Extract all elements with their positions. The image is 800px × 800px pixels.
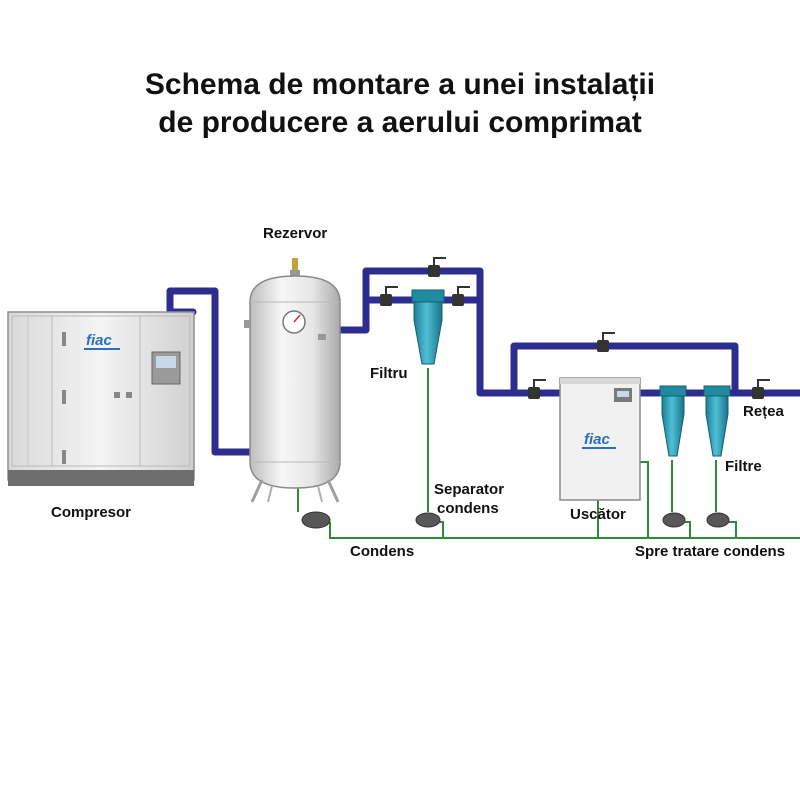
valve-icon [752, 379, 770, 399]
label-retea: Rețea [743, 403, 785, 420]
valves [380, 257, 770, 399]
drain-trap-filter-1 [662, 512, 686, 528]
label-separator-line-2: condens [437, 500, 499, 517]
title-line-2: de producere a aerului comprimat [158, 106, 642, 139]
drain-trap-tank [301, 511, 331, 529]
pipe-tank-outlet [336, 267, 484, 334]
line-filter-1 [659, 385, 687, 457]
condensate-branch-filter-2 [715, 460, 737, 538]
pipe-dryer-bypass [510, 342, 739, 397]
label-separator-line-1: Separator [434, 481, 504, 498]
air-dryer-unit: fiac [559, 377, 641, 501]
dryer-brand-logo: fiac [584, 431, 611, 448]
label-rezervor: Rezervor [263, 225, 327, 242]
label-spre-tratare: Spre tratare condens [635, 543, 785, 560]
label-condens: Condens [350, 543, 414, 560]
condensate-lines [297, 368, 800, 539]
air-receiver-tank [244, 258, 341, 503]
valve-icon [428, 257, 446, 277]
condensate-branch-filter-1 [671, 460, 691, 538]
compressor-brand-logo: fiac [86, 332, 113, 349]
title-line-1: Schema de montare a unei instalații [144, 68, 656, 101]
filter-separator [411, 289, 445, 365]
compressor-unit: fiac [7, 311, 195, 486]
line-filter-2 [703, 385, 731, 457]
condensate-main-line [329, 522, 800, 539]
diagram-title: Schema de montare a unei instalații de p… [0, 66, 800, 142]
valve-icon [597, 332, 615, 352]
valve-icon [528, 379, 546, 399]
valve-icon [380, 286, 398, 306]
label-filtru: Filtru [370, 365, 408, 382]
label-compresor: Compresor [51, 504, 131, 521]
drain-trap-separator [415, 512, 441, 528]
condensate-branch-uscator [640, 461, 649, 538]
drain-trap-filter-2 [706, 512, 730, 528]
valve-icon [452, 286, 470, 306]
label-uscator: Uscător [570, 506, 626, 523]
label-filtre: Filtre [725, 458, 762, 475]
condensate-drains [301, 511, 730, 529]
condensate-branch-separator [427, 368, 444, 538]
